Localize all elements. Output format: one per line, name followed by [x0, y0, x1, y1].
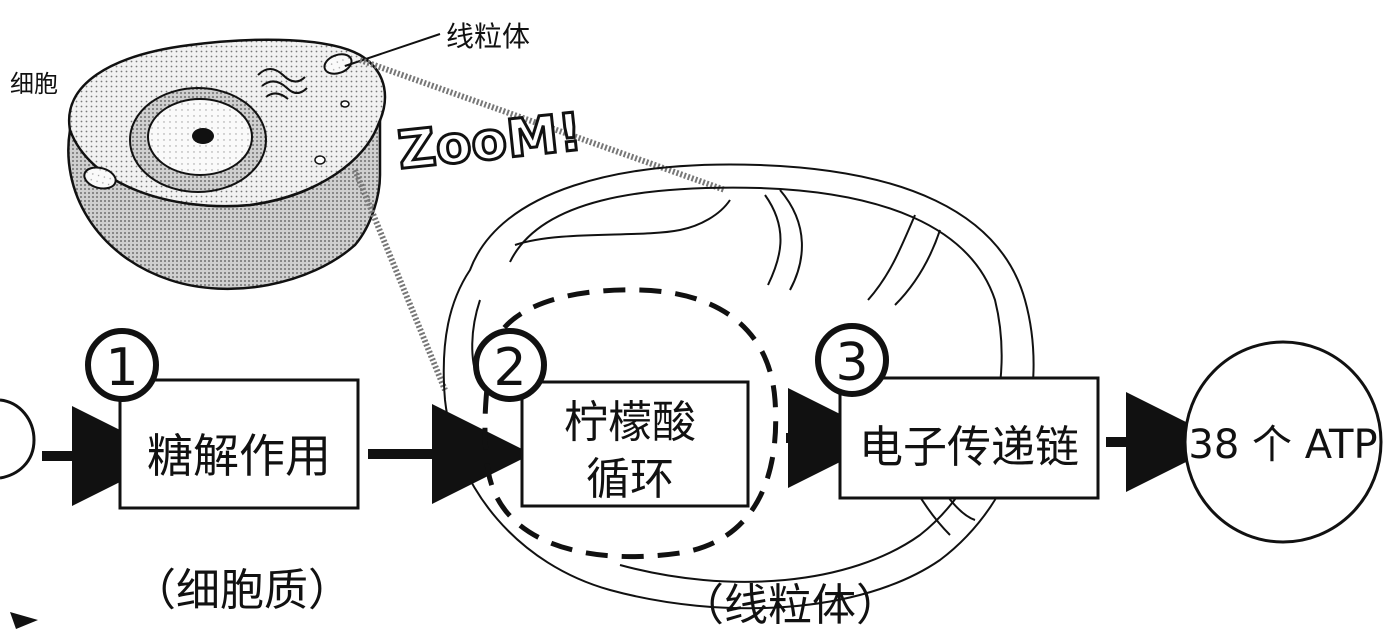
cell-illustration	[67, 38, 387, 290]
mitochondrion-pointer	[344, 33, 441, 67]
step-1-number: 1	[105, 338, 138, 398]
cell-mitochondrion-2	[83, 166, 117, 190]
cell-mitochondrion	[323, 53, 353, 75]
step-3-number: 3	[835, 333, 868, 393]
cell-vesicle-2	[340, 100, 350, 108]
step-2-number: 2	[493, 338, 526, 398]
step-2-badge	[473, 328, 547, 402]
glucose-partial-oval	[0, 398, 36, 480]
electron-transport-label: 电子传递链	[859, 422, 1079, 473]
cytoplasm-label: （细胞质）	[132, 565, 352, 616]
step-1-badge	[85, 328, 159, 402]
electron-transport-box	[838, 376, 1100, 500]
mitochondrion-label: 线粒体	[446, 20, 530, 53]
mitochondrion-outline	[442, 163, 1035, 610]
step-3-badge	[815, 323, 889, 397]
zoom-text: ZooM!	[395, 102, 585, 181]
atp-circle	[1183, 340, 1383, 544]
golgi	[257, 68, 308, 100]
cell-label: 细胞	[10, 70, 58, 98]
partial-arrow-bottom	[10, 612, 38, 629]
glycolysis-label: 糖解作用	[147, 429, 331, 483]
mitochondrion-region-label: （线粒体）	[680, 580, 900, 629]
citric-acid-box	[520, 380, 750, 508]
citric-acid-dashed-region	[482, 287, 779, 560]
citric-acid-label-line1: 柠檬酸	[564, 397, 696, 448]
zoom-line-top	[358, 57, 727, 193]
nucleolus	[192, 128, 214, 144]
cell-vesicle	[314, 155, 326, 165]
citric-acid-label-line2: 循环	[586, 454, 674, 505]
atp-result: 38 个 ATP	[1188, 422, 1377, 468]
glycolysis-box	[118, 378, 360, 510]
